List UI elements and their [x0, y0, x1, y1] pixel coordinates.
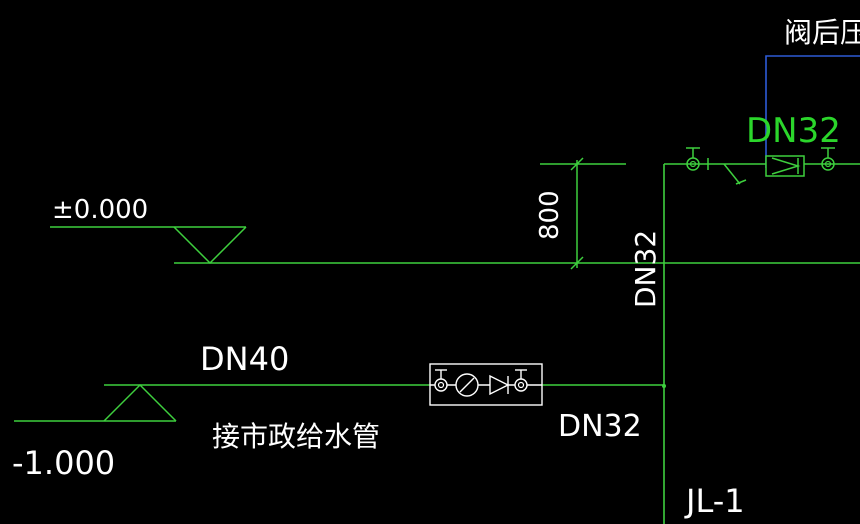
dimension-800-label: 800: [535, 190, 565, 240]
outlet-size-label: DN32: [558, 409, 642, 444]
upper-branch-size-label: DN32: [746, 111, 841, 151]
meter-valve-assembly-icon: [429, 363, 543, 406]
elevation-triangle-icon: [14, 383, 177, 422]
riser-size-label: DN32: [629, 230, 662, 308]
elevation-minus-label: -1.000: [12, 444, 115, 482]
pipe-junction-node: [662, 384, 666, 388]
top-right-partial-label: 阀后压: [784, 16, 860, 49]
municipal-supply-label: 接市政给水管: [212, 420, 380, 453]
elevation-zero-label: ±0.000: [52, 195, 148, 225]
gate-valve-icon: [821, 147, 835, 171]
elevation-triangle-icon: [50, 226, 247, 265]
gate-valve-icon: [686, 147, 700, 171]
drain-valve-icon: [707, 158, 747, 185]
pressure-reducing-valve-icon: [765, 155, 805, 177]
pressure-box-outline: [765, 55, 860, 168]
dimension-800: [540, 157, 626, 270]
riser-id-label: JL-1: [684, 482, 745, 520]
inlet-size-label: DN40: [200, 340, 289, 378]
